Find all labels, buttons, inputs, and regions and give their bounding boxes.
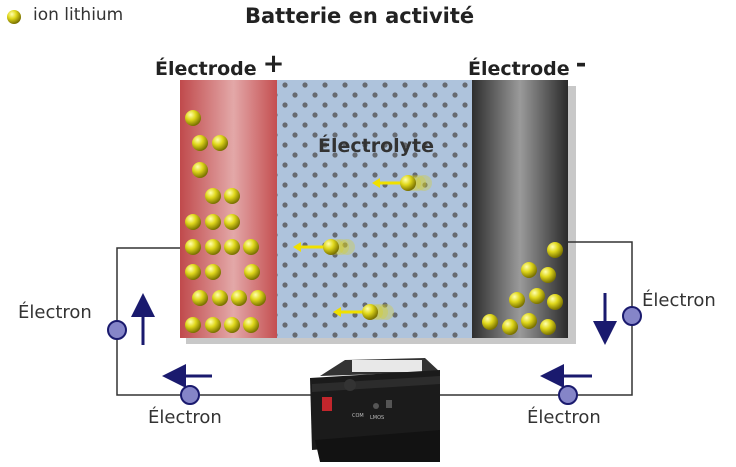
lithium-ion (231, 290, 247, 306)
lithium-ion (224, 214, 240, 230)
positive-electrode-text: Électrode (155, 58, 257, 80)
lithium-ion (243, 239, 259, 255)
lithium-ion (547, 242, 563, 258)
lithium-ion (509, 292, 525, 308)
legend-label: ion lithium (33, 5, 124, 25)
lithium-ion (224, 317, 240, 333)
electron-label-bottom-left: Électron (148, 407, 222, 428)
lithium-ion (521, 313, 537, 329)
lithium-ion (547, 294, 563, 310)
plus-sign: + (262, 49, 285, 79)
lithium-ion (243, 317, 259, 333)
lithium-ion (540, 319, 556, 335)
electron-icon (622, 306, 642, 326)
lithium-ion-ball-icon (7, 10, 21, 24)
lithium-ion (205, 317, 221, 333)
electrolyte-region (277, 80, 472, 338)
lithium-ion (192, 290, 208, 306)
negative-electrode-label: Électrode- (468, 49, 587, 82)
electron-label-left: Électron (18, 302, 92, 323)
moving-lithium-ion (372, 175, 432, 191)
lithium-ion (192, 135, 208, 151)
lithium-ion (205, 239, 221, 255)
lithium-ion (540, 267, 556, 283)
lithium-ion (185, 264, 201, 280)
lithium-ion (185, 214, 201, 230)
lithium-ion (521, 262, 537, 278)
lithium-ion (250, 290, 266, 306)
lithium-ion (224, 188, 240, 204)
lithium-ion (192, 162, 208, 178)
moving-lithium-ion (293, 239, 355, 255)
lithium-ion (224, 239, 240, 255)
lithium-ion (502, 319, 518, 335)
svg-text:COM: COM (352, 413, 364, 419)
minus-sign: - (575, 49, 587, 79)
lithium-ion (205, 264, 221, 280)
electron-label-right: Électron (642, 290, 716, 311)
electron-icon (558, 385, 578, 405)
positive-electrode-label: Électrode+ (155, 49, 285, 82)
lithium-ion (244, 264, 260, 280)
lithium-ion (205, 188, 221, 204)
negative-electrode-text: Électrode (468, 58, 570, 80)
lithium-ion (482, 314, 498, 330)
diagram-title: Batterie en activité (245, 4, 475, 28)
lithium-ion (212, 135, 228, 151)
lithium-ion (205, 214, 221, 230)
electron-icon (107, 320, 127, 340)
lithium-ion (185, 239, 201, 255)
moving-lithium-ion (333, 304, 394, 320)
lithium-ion (185, 110, 201, 126)
battery-pack-image: COM LMOS (310, 358, 440, 462)
electron-label-bottom-right: Électron (527, 407, 601, 428)
electron-icon (180, 385, 200, 405)
lithium-ion (529, 288, 545, 304)
electrolyte-label: Électrolyte (318, 135, 435, 157)
lithium-ion (185, 317, 201, 333)
svg-text:LMOS: LMOS (370, 415, 384, 421)
lithium-ion (212, 290, 228, 306)
